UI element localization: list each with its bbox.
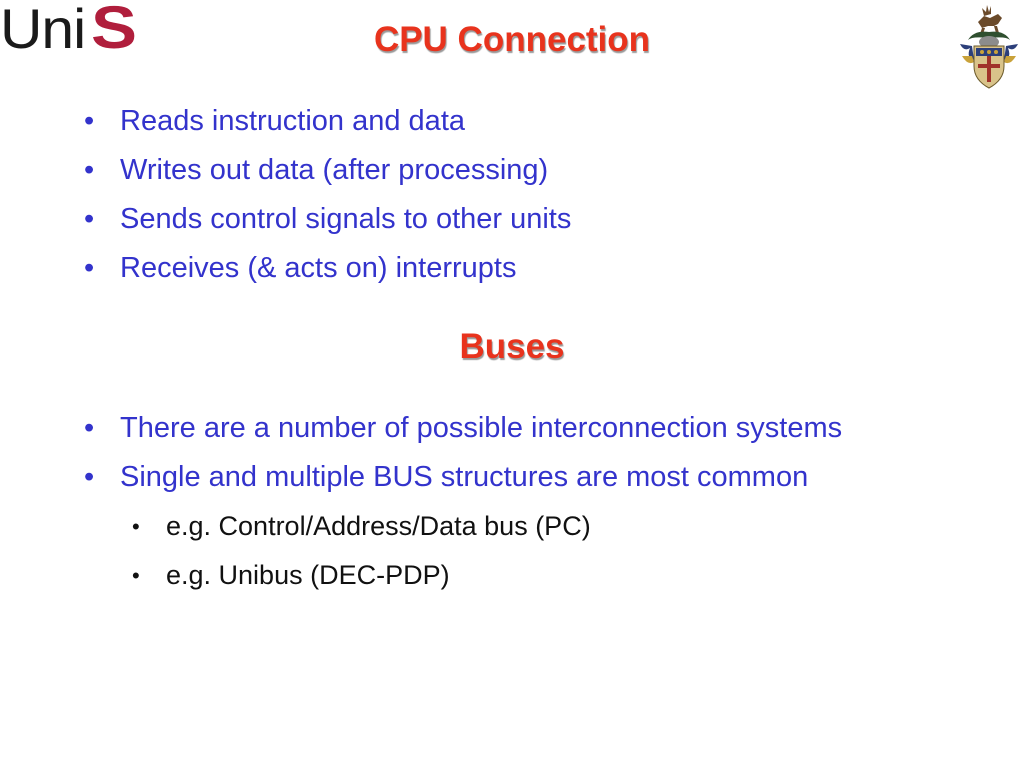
list-item: Receives (& acts on) interrupts <box>80 244 571 293</box>
sub-list-item: e.g. Unibus (DEC-PDP) <box>80 551 842 600</box>
unis-logo: UniS <box>0 0 137 62</box>
sub-list-item: e.g. Control/Address/Data bus (PC) <box>80 502 842 551</box>
list-item: Writes out data (after processing) <box>80 146 571 195</box>
section-title-buses: Buses <box>459 327 565 366</box>
list-item: Sends control signals to other units <box>80 195 571 244</box>
logo-text-s: S <box>91 0 138 61</box>
list-item: Reads instruction and data <box>80 97 571 146</box>
list-item: Single and multiple BUS structures are m… <box>80 453 842 502</box>
university-crest-icon <box>960 5 1018 89</box>
logo-text-uni: Uni <box>0 0 86 60</box>
buses-list: There are a number of possible interconn… <box>80 404 842 600</box>
list-item: There are a number of possible interconn… <box>80 404 842 453</box>
cpu-connection-list: Reads instruction and data Writes out da… <box>80 97 571 293</box>
slide-title: CPU Connection <box>373 20 651 59</box>
